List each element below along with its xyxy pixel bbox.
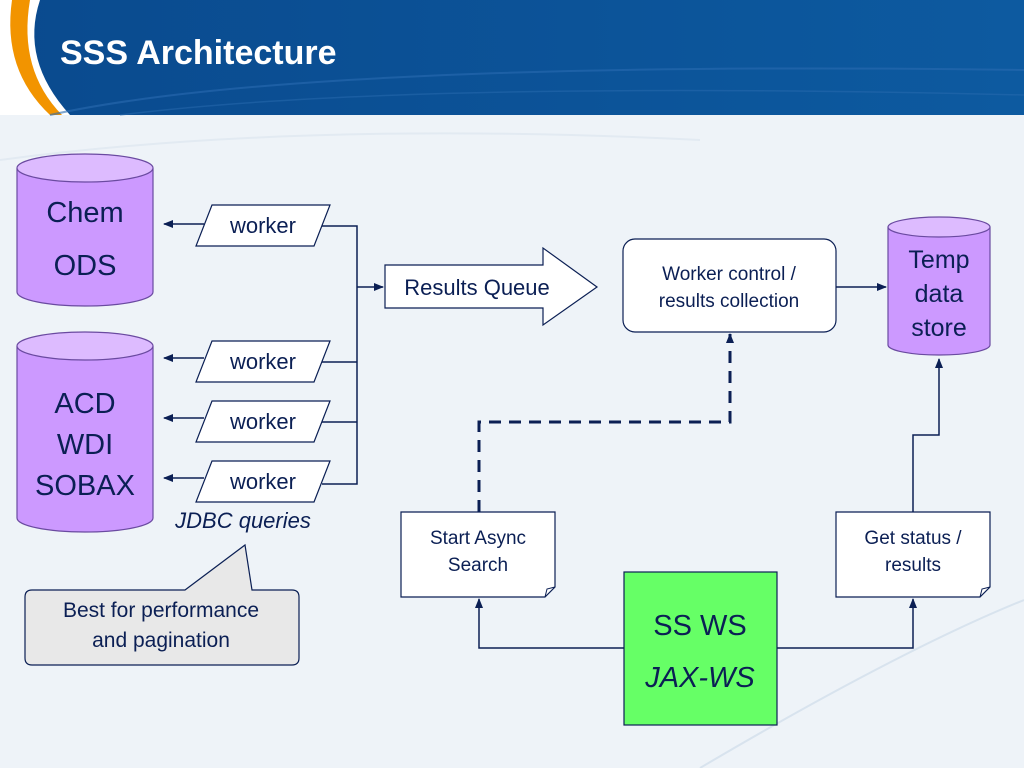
worker-label: worker xyxy=(229,409,296,434)
chem-ods-label-2: ODS xyxy=(54,250,117,282)
worker-to-db-arrows xyxy=(163,220,204,482)
results-queue-label: Results Queue xyxy=(404,275,550,300)
worker-node: worker xyxy=(195,204,331,247)
performance-callout: Best for performance and pagination xyxy=(24,543,300,666)
bg-curve xyxy=(0,132,701,161)
results-queue: Results Queue xyxy=(384,246,599,327)
temp-store-line-3: store xyxy=(911,314,967,342)
header-banner xyxy=(0,0,1024,116)
status-to-store-arrow xyxy=(912,358,943,512)
bg-curve xyxy=(699,599,1024,768)
acd-label-3: SOBAX xyxy=(35,470,135,502)
temp-data-store-database: Temp data store xyxy=(887,216,991,356)
start-async-line-1: Start Async xyxy=(430,528,526,549)
temp-store-line-1: Temp xyxy=(908,246,969,274)
worker-control-line-1: Worker control / xyxy=(662,264,796,285)
callout-line-2: and pagination xyxy=(92,629,230,652)
dashed-async-link xyxy=(477,333,734,512)
ws-to-status-arrow xyxy=(777,598,917,649)
get-status-results-doc: Get status / results xyxy=(835,511,991,598)
start-async-line-2: Search xyxy=(448,555,508,576)
acd-wdi-sobax-database: ACD WDI SOBAX xyxy=(16,331,154,533)
get-status-line-2: results xyxy=(885,555,941,576)
worker-bracket xyxy=(322,225,384,485)
worker-control-box: Worker control / results collection xyxy=(622,238,837,333)
worker-label: worker xyxy=(229,213,296,238)
acd-label-2: WDI xyxy=(57,429,113,461)
worker-label: worker xyxy=(229,349,296,374)
temp-store-line-2: data xyxy=(915,280,964,308)
get-status-line-1: Get status / xyxy=(864,528,962,549)
callout-line-1: Best for performance xyxy=(63,599,259,622)
chem-ods-label-1: Chem xyxy=(46,197,123,229)
worker-label: worker xyxy=(229,469,296,494)
chem-ods-database: Chem ODS xyxy=(16,153,154,307)
worker-node: worker xyxy=(195,400,331,443)
acd-label-1: ACD xyxy=(54,388,115,420)
ss-ws-line-2: JAX-WS xyxy=(644,662,755,694)
slide-title: SSS Architecture xyxy=(60,34,337,72)
worker-node: worker xyxy=(195,460,331,503)
jdbc-queries-label: JDBC queries xyxy=(174,508,311,533)
ss-ws-line-1: SS WS xyxy=(653,610,746,642)
orange-swoosh xyxy=(10,0,62,115)
ws-to-start-arrow xyxy=(475,598,624,649)
worker-node: worker xyxy=(195,340,331,383)
start-async-search-doc: Start Async Search xyxy=(400,511,556,598)
worker-control-line-2: results collection xyxy=(659,291,799,312)
ss-ws-box: SS WS JAX-WS xyxy=(623,571,778,726)
